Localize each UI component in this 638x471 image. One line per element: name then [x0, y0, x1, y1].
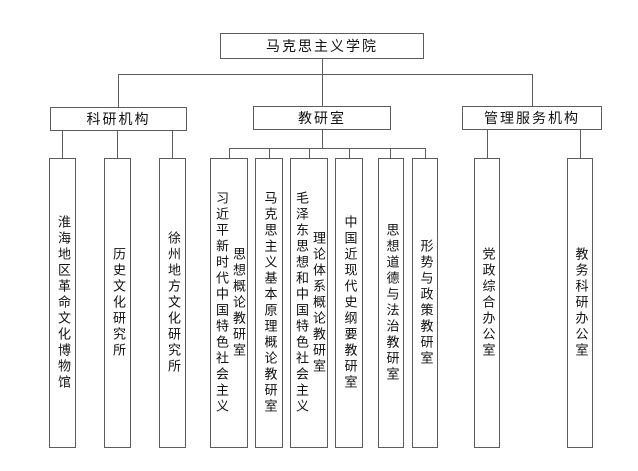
unit-label: 马克思主义基本原理概论教研室 — [261, 191, 277, 415]
org-box-situation-policy-office: 形势与政策教研室 — [412, 158, 438, 448]
connector-teaching-bus — [229, 148, 426, 149]
connector-research-child-2 — [172, 131, 173, 158]
branch-label: 教研室 — [298, 111, 346, 127]
org-box-history-culture-institute: 历史文化研究所 — [104, 158, 131, 448]
connector-teaching-child-5 — [425, 148, 426, 158]
unit-label: 形势与政策教研室 — [417, 239, 433, 367]
connector-teaching-child-4 — [390, 148, 391, 158]
org-box-morality-law-office: 思想道德与法治教研室 — [378, 158, 404, 448]
connector-teaching-child-0 — [229, 148, 230, 158]
unit-label: 中国近现代史纲要教研室 — [341, 215, 357, 391]
org-box-teaching-offices: 教研室 — [253, 106, 391, 130]
connector-admin-child-1 — [580, 130, 581, 158]
connector-teaching-drop — [322, 130, 323, 148]
connector-research-child-1 — [117, 131, 118, 158]
connector-root-drop — [322, 59, 323, 106]
org-box-academic-research-office: 教务科研办公室 — [567, 158, 593, 448]
unit-label: 习近平新时代中国特色社会主义 思想概论教研室 — [213, 191, 245, 415]
org-root-label: 马克思主义学院 — [266, 39, 378, 55]
org-box-admin-services: 管理服务机构 — [462, 106, 602, 130]
org-box-research-institutions: 科研机构 — [50, 107, 187, 131]
org-box-party-admin-office: 党政综合办公室 — [474, 158, 500, 448]
branch-label: 科研机构 — [86, 112, 151, 128]
org-box-mzd-thought-office: 毛泽东思想和中国特色社会主义 理论体系概论教研室 — [290, 158, 328, 448]
connector-main-bus — [118, 74, 533, 75]
unit-label: 徐州地方文化研究所 — [165, 231, 180, 375]
org-box-marxism-principles-office: 马克思主义基本原理概论教研室 — [255, 158, 283, 448]
connector-teaching-child-1 — [269, 148, 270, 158]
unit-label: 历史文化研究所 — [110, 247, 125, 359]
unit-label: 党政综合办公室 — [479, 247, 495, 359]
unit-label: 思想道德与法治教研室 — [383, 223, 399, 383]
org-box-xuzhou-local-culture-institute: 徐州地方文化研究所 — [159, 158, 186, 448]
connector-teaching-child-2 — [309, 148, 310, 158]
org-box-modern-history-office: 中国近现代史纲要教研室 — [335, 158, 363, 448]
connector-drop-research — [118, 74, 119, 107]
connector-admin-child-0 — [487, 130, 488, 158]
org-box-huaihai-museum: 淮海地区革命文化博物馆 — [49, 158, 76, 448]
connector-research-child-0 — [62, 131, 63, 158]
org-box-xjp-thought-office: 习近平新时代中国特色社会主义 思想概论教研室 — [210, 158, 248, 448]
unit-label: 毛泽东思想和中国特色社会主义 理论体系概论教研室 — [293, 191, 325, 415]
connector-drop-admin — [532, 74, 533, 106]
unit-label: 教务科研办公室 — [572, 247, 588, 359]
org-box-root: 马克思主义学院 — [220, 33, 424, 59]
unit-label: 淮海地区革命文化博物馆 — [55, 215, 70, 391]
connector-teaching-child-3 — [349, 148, 350, 158]
branch-label: 管理服务机构 — [484, 111, 580, 127]
